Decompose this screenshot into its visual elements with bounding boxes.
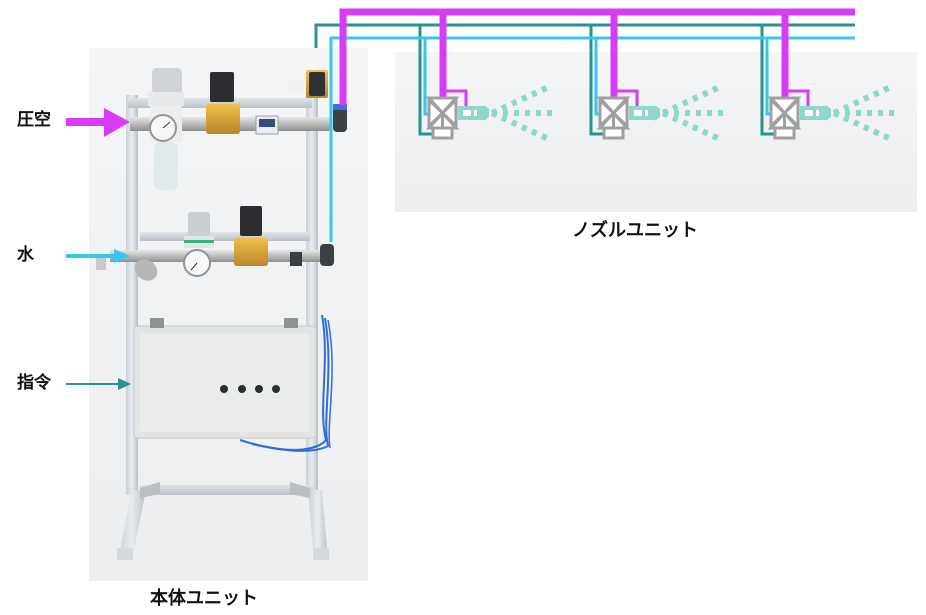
control-box <box>133 314 333 452</box>
nozzle-group <box>425 84 894 142</box>
water-input-arrow <box>66 249 130 263</box>
nozzle-unit-panel <box>395 52 917 212</box>
nozzle-unit <box>596 84 723 142</box>
air-assembly <box>130 68 347 190</box>
nozzle-unit <box>767 84 894 142</box>
spray-nozzle-icon <box>458 105 489 121</box>
water-line <box>329 36 855 242</box>
command-label: 指令 <box>17 373 51 393</box>
water-assembly <box>96 206 334 281</box>
compressed-air-label: 圧空 <box>17 110 51 130</box>
spray-nozzle-icon <box>800 105 831 121</box>
main-unit-caption: 本体ユニット <box>150 588 258 609</box>
three-way-valve-icon <box>767 96 802 140</box>
air-line <box>339 8 855 106</box>
three-way-valve-icon <box>425 96 460 140</box>
spray-nozzle-icon <box>629 105 660 121</box>
spray-pattern <box>832 84 894 142</box>
signal-line <box>314 23 855 136</box>
nozzle-unit-caption: ノズルユニット <box>572 220 698 241</box>
spray-pattern <box>661 84 723 142</box>
water-label: 水 <box>17 245 34 265</box>
air-input-arrow <box>66 108 130 137</box>
toggle-switches <box>220 385 280 393</box>
three-way-valve-icon <box>596 96 631 140</box>
spray-pattern <box>490 84 552 142</box>
command-input-arrow <box>66 378 131 390</box>
nozzle-unit <box>425 84 552 142</box>
